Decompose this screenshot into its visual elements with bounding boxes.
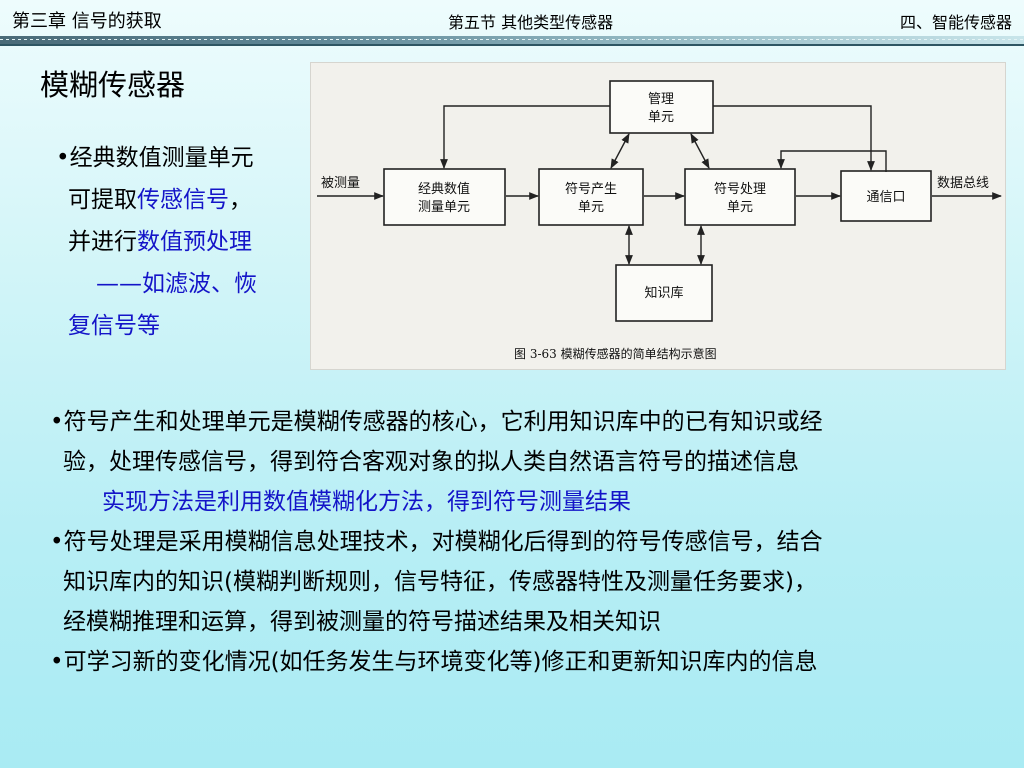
point3-line1: •可学习新的变化情况(如任务发生与环境变化等)修正和更新知识库内的信息 xyxy=(50,649,818,675)
figure-caption: 图 3-63 模糊传感器的简单结构示意图 xyxy=(514,346,717,361)
diagram-svg: 管理 单元 经典数值 测量单元 符号产生 单元 符号处理 单元 通信口 知识库 … xyxy=(317,80,1002,361)
section-label: 第五节 其他类型传感器 xyxy=(448,13,614,32)
left-line-4: ——如滤波、恢 xyxy=(96,271,257,297)
left-line-2-text: 可提取 xyxy=(68,187,137,213)
comm-port-text: 通信口 xyxy=(866,190,905,205)
left-line-2: 可提取传感信号， xyxy=(56,179,306,221)
chapter-label: 第三章 信号的获取 xyxy=(12,11,162,32)
classical-text-2: 测量单元 xyxy=(418,200,470,215)
left-line-3-text: 并进行 xyxy=(68,229,137,255)
point1-line2: 验，处理传感信号，得到符合客观对象的拟人类自然语言符号的描述信息 xyxy=(63,449,799,475)
arrow-mgmt-gen xyxy=(610,133,630,169)
point2-line1: •符号处理是采用模糊信息处理技术，对模糊化后得到的符号传感信号，结合 xyxy=(50,529,823,555)
left-line-3-highlight: 数值预处理 xyxy=(137,229,252,255)
point1-line3: 实现方法是利用数值模糊化方法，得到符号测量结果 xyxy=(102,489,631,515)
left-line-2-punct: ， xyxy=(229,187,252,213)
slide-header: 第三章 信号的获取 第五节 其他类型传感器 四、智能传感器 xyxy=(0,0,1024,36)
management-text-2: 单元 xyxy=(648,110,674,125)
arrow-mgmt-proc xyxy=(690,133,710,169)
symbol-gen-text-2: 单元 xyxy=(578,200,604,215)
slide-title: 模糊传感器 xyxy=(40,68,186,102)
management-box xyxy=(609,80,714,134)
symbol-proc-text-2: 单元 xyxy=(727,200,753,215)
topic-label: 四、智能传感器 xyxy=(899,13,1012,32)
arrow-mgmt-to-comm xyxy=(713,105,875,171)
point2-line3: 经模糊推理和运算，得到被测量的符号描述结果及相关知识 xyxy=(63,609,661,635)
left-bullet-block: •经典数值测量单元 可提取传感信号， 并进行数值预处理 ——如滤波、恢 复信号等 xyxy=(56,137,306,347)
input-label: 被测量 xyxy=(321,176,360,191)
arrow-comm-feedback xyxy=(777,150,887,172)
management-text-1: 管理 xyxy=(648,92,674,107)
header-rule xyxy=(0,36,1024,46)
structure-diagram: 管理 单元 经典数值 测量单元 符号产生 单元 符号处理 单元 通信口 知识库 … xyxy=(310,62,1006,370)
classical-box xyxy=(383,168,506,226)
arrow-mgmt-to-classical xyxy=(440,105,610,169)
symbol-gen-box xyxy=(538,168,644,226)
left-line-2-highlight: 传感信号 xyxy=(137,187,229,213)
classical-text-1: 经典数值 xyxy=(418,181,470,197)
knowledge-text: 知识库 xyxy=(644,285,683,301)
left-line-1: •经典数值测量单元 xyxy=(56,145,254,171)
comm-port-box xyxy=(840,170,932,222)
output-label: 数据总线 xyxy=(937,176,989,191)
left-line-3: 并进行数值预处理 xyxy=(56,221,306,263)
point1-line1: •符号产生和处理单元是模糊传感器的核心，它利用知识库中的已有知识或经 xyxy=(50,409,823,435)
symbol-proc-text-1: 符号处理 xyxy=(714,181,766,197)
point2-line2: 知识库内的知识(模糊判断规则，信号特征，传感器特性及测量任务要求)， xyxy=(63,569,817,595)
knowledge-box xyxy=(615,264,713,322)
bottom-bullet-block: •符号产生和处理单元是模糊传感器的核心，它利用知识库中的已有知识或经 验，处理传… xyxy=(50,402,1010,682)
symbol-gen-text-1: 符号产生 xyxy=(565,181,617,197)
symbol-proc-box xyxy=(684,168,796,226)
left-line-5: 复信号等 xyxy=(68,313,160,339)
